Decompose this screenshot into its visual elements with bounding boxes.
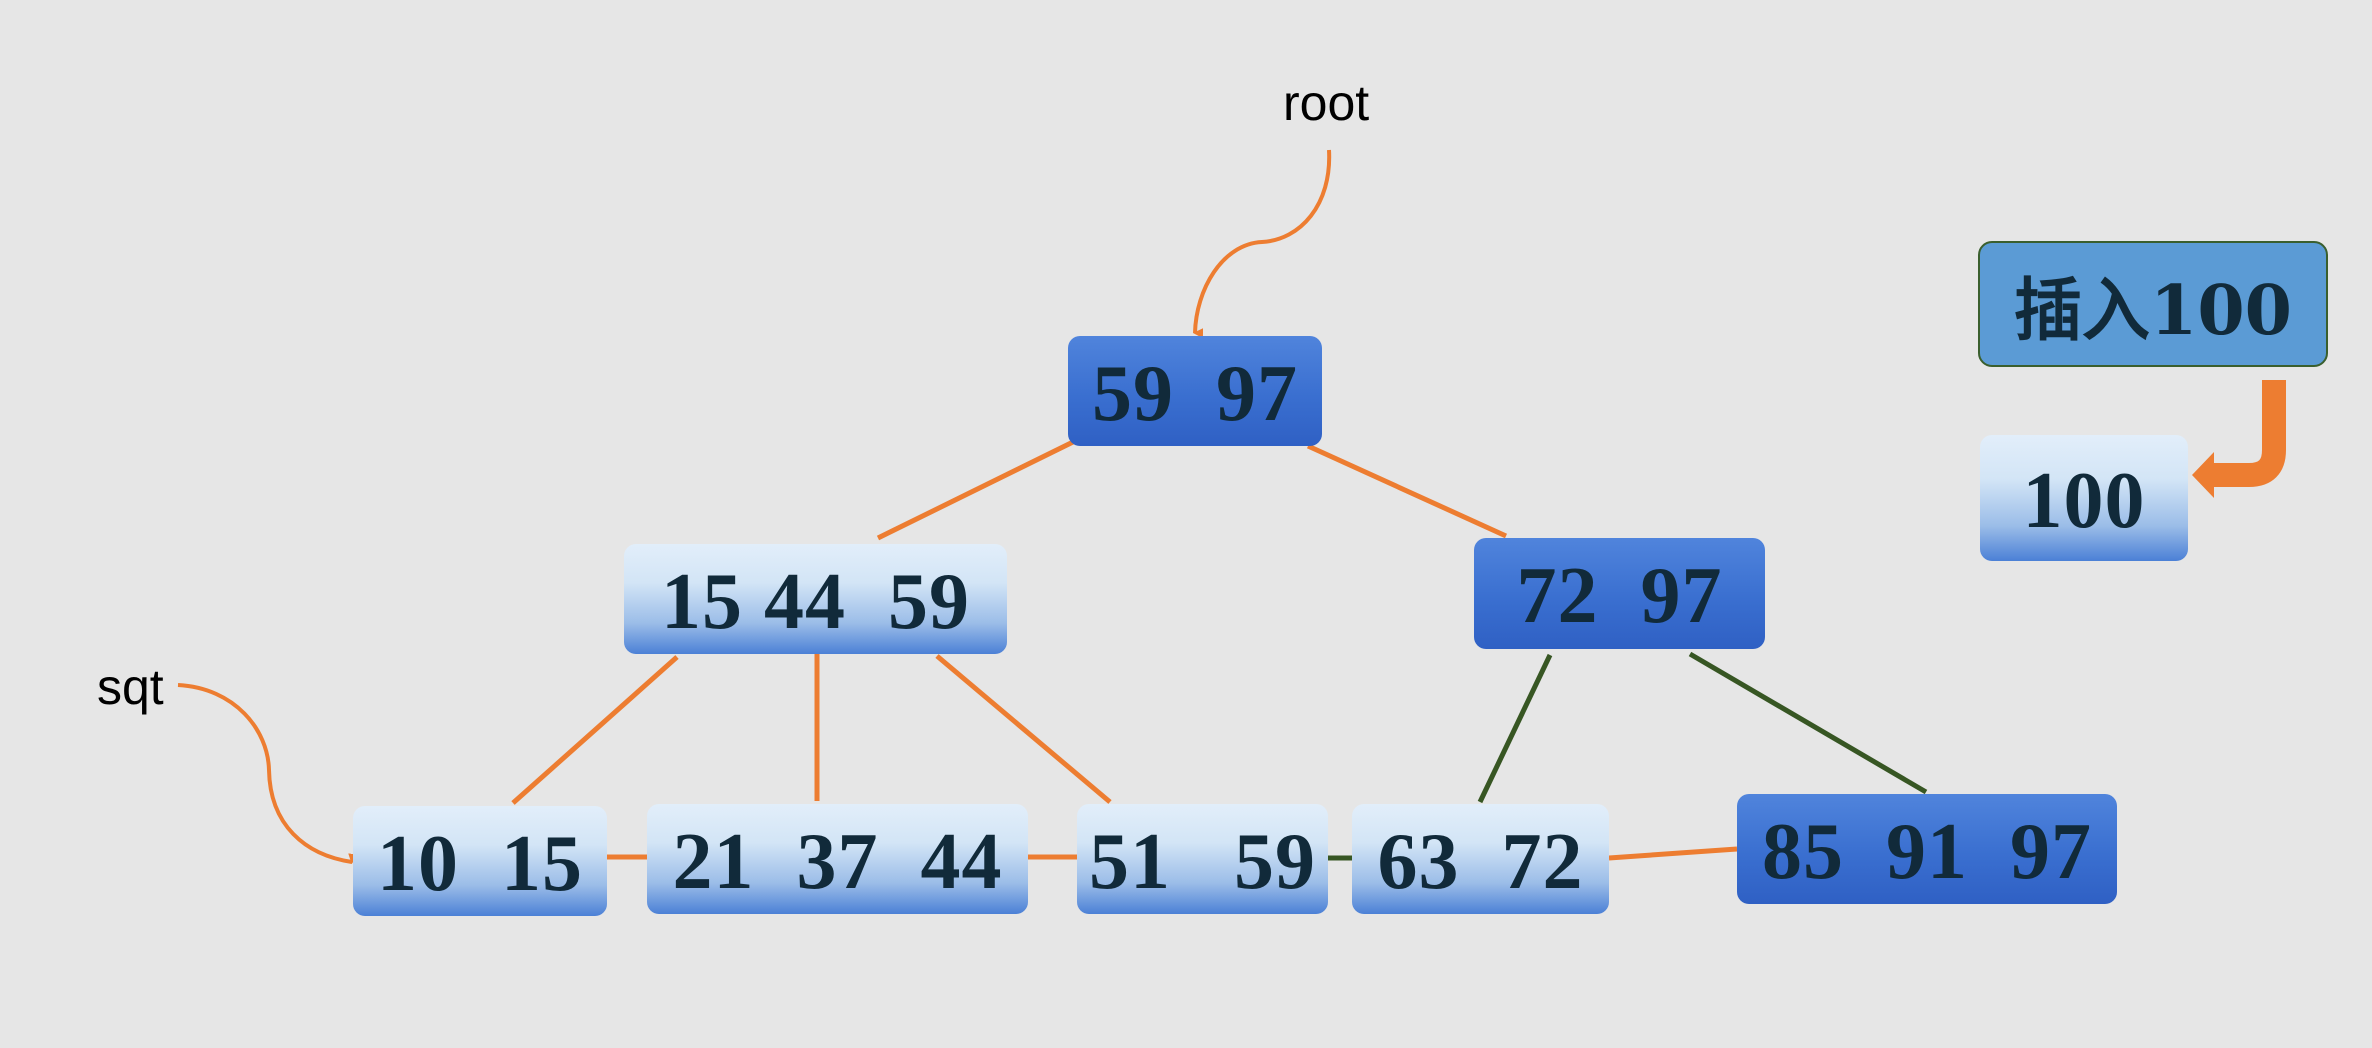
- root-node: 59 97: [1068, 336, 1322, 446]
- insert-arrowhead: [2192, 452, 2214, 498]
- edge-midleft-leaf3: [935, 654, 1112, 804]
- leaf-link-4-5: [1608, 846, 1738, 861]
- insert-label-box: 插入100: [1978, 241, 2328, 367]
- sqt-pointer-arrow: [177, 683, 359, 864]
- edge-root-midright: [1306, 443, 1508, 539]
- edge-midright-leaf5: [1688, 651, 1928, 795]
- internal-node-right: 72 97: [1474, 538, 1765, 649]
- new-node-100: 100: [1980, 435, 2188, 561]
- edge-root-midleft: [876, 439, 1075, 541]
- insert-arrow: [2208, 380, 2286, 487]
- leaf-node-1: 10 15: [353, 806, 607, 916]
- sqt-label: sqt: [97, 659, 164, 715]
- leaf-node-2: 21 37 44: [647, 804, 1028, 914]
- leaf-node-3: 51 59: [1077, 804, 1328, 914]
- root-label: root: [1283, 75, 1370, 131]
- internal-node-left: 15 44 59: [624, 544, 1007, 654]
- edge-midleft-leaf1: [511, 655, 679, 805]
- leaf-node-5: 85 91 97: [1737, 794, 2117, 904]
- root-pointer-arrow: [1193, 149, 1332, 339]
- leaf-node-4: 63 72: [1352, 804, 1609, 914]
- edge-midright-leaf4: [1477, 653, 1553, 804]
